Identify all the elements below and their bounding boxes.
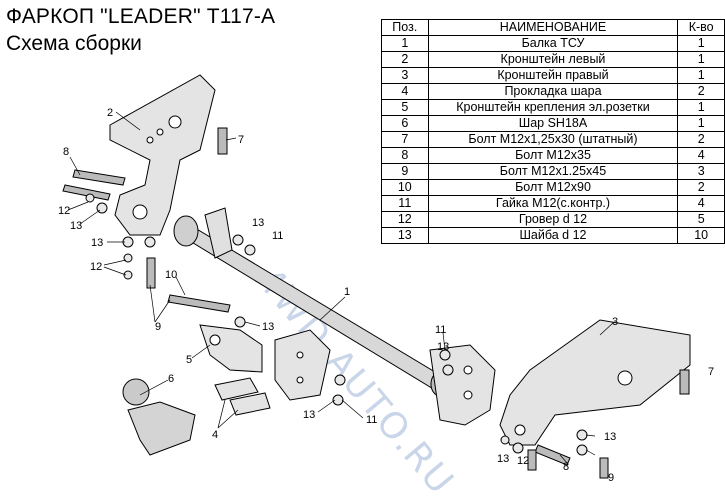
right-bracket: [499, 319, 691, 446]
cell-name: Гровер d 12: [427, 211, 679, 228]
bolt-8: [72, 169, 126, 186]
cell-qty: 10: [677, 227, 725, 244]
callout-9-right: 9: [608, 472, 614, 484]
cell-name: Кронштейн крепления эл.розетки: [427, 99, 679, 116]
callout-13-e: 13: [437, 341, 449, 353]
callout-7-left: 7: [238, 134, 244, 146]
cell-name: Кронштейн правый: [427, 67, 679, 84]
callout-8-left: 8: [63, 146, 69, 158]
callout-12-a: 12: [58, 205, 70, 217]
callout-13-c: 13: [252, 217, 264, 229]
callout-6: 6: [168, 373, 174, 385]
socket-bracket: [199, 324, 263, 373]
page-subtitle: Схема сборки: [6, 32, 142, 55]
callout-11-a: 11: [272, 230, 283, 242]
callout-13-a: 13: [70, 220, 82, 232]
callout-10: 10: [165, 269, 177, 281]
cell-name: Болт М12х1,25х30 (штатный): [427, 131, 679, 148]
callout-13-f: 13: [303, 409, 315, 421]
callout-9-left: 9: [155, 321, 161, 333]
bracket-hole: [168, 115, 182, 129]
callout-3: 3: [612, 316, 618, 328]
callout-1: 1: [344, 286, 350, 298]
callout-2: 2: [107, 107, 113, 119]
tow-ball: [127, 401, 196, 456]
callout-12-c: 12: [517, 455, 529, 467]
cell-name: Шайба d 12: [427, 227, 679, 244]
page-title: ФАРКОП "LEADER" Т117-А: [6, 5, 276, 28]
callout-13-d: 13: [262, 321, 274, 333]
callout-labels: 2 1 3 7 7 8 8 9 9 10 11 11 11 12 12 12 1…: [58, 107, 714, 484]
callout-11-c: 11: [366, 414, 377, 426]
callout-13-g: 13: [497, 453, 509, 465]
callout-8-right: 8: [563, 461, 569, 473]
ball-spacer: [214, 377, 259, 401]
cell-pos: 12: [381, 211, 429, 228]
cell-name: Болт М12х35: [427, 147, 679, 164]
callout-5: 5: [186, 354, 192, 366]
bolt-7-left: [217, 127, 228, 155]
callout-11-b: 11: [435, 324, 446, 336]
callout-13-h: 13: [604, 431, 616, 443]
callout-4: 4: [212, 429, 218, 441]
callout-12-b: 12: [90, 261, 102, 273]
callout-13-b: 13: [91, 237, 103, 249]
callout-7-right: 7: [708, 366, 714, 378]
left-bracket: [109, 74, 216, 236]
cell-pos: 13: [381, 227, 429, 244]
